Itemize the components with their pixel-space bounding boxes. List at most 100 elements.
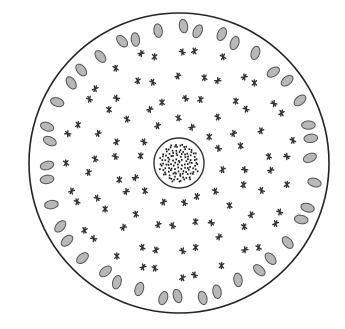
core-dot [185,156,187,158]
core-dot [177,178,179,180]
core-dot [189,178,191,180]
core-dot [172,155,174,157]
core-dot [181,159,183,161]
core-dot [168,171,170,173]
core-dot [183,146,185,148]
core-dot [186,160,188,162]
core-dot [164,171,166,173]
core-dot [174,162,176,164]
core-dot [174,176,176,178]
core-dot [162,163,164,165]
core-dot [179,151,181,153]
core-dot [177,154,179,156]
core-dot [168,167,170,169]
core-dot [171,155,173,157]
core-dot [184,167,186,169]
core-dot [192,173,194,175]
core-dot [181,153,183,155]
core-dot [169,153,171,155]
core-dot [170,147,172,149]
core-dot [197,163,199,165]
core-dot [180,156,182,158]
core-dot [159,168,161,170]
core-dot [172,181,174,183]
core-dot [195,169,197,171]
core-dot [182,173,184,175]
core-dot [183,170,185,172]
core-dot [184,148,186,150]
core-dot [182,177,184,179]
core-dot [168,164,170,166]
central-core [154,138,204,188]
core-dot [187,163,189,165]
core-dot [179,181,181,183]
outer-oval [302,121,316,130]
core-dot [180,145,182,147]
core-dot [184,154,186,156]
core-dot [162,153,164,155]
core-dot [176,159,178,161]
core-dot [194,165,196,167]
core-dot [180,149,182,151]
core-dot [196,158,198,160]
core-dot [175,173,177,175]
core-dot [185,146,187,148]
core-dot [193,153,195,155]
core-dot [165,155,167,157]
core-dot [188,169,190,171]
core-dot [172,152,174,154]
core-dot [193,171,195,173]
core-dot [163,169,165,171]
core-dot [173,179,175,181]
core-dot [166,148,168,150]
core-dot [169,159,171,161]
core-dot [167,157,169,159]
core-dot [186,153,188,155]
core-dot [181,168,183,170]
core-dot [178,171,180,173]
core-dot [170,169,172,171]
core-dot [176,146,178,148]
core-dot [172,160,174,162]
core-dot [190,154,192,156]
core-dot [166,151,168,153]
core-dot [189,148,191,150]
core-dot [173,173,175,175]
core-dot [195,153,197,155]
core-dot [181,164,183,166]
core-dot [169,177,171,179]
core-dot [165,159,167,161]
core-dot [183,179,185,181]
core-dot [176,153,178,155]
core-dot [197,170,199,172]
core-dot [168,149,170,151]
core-dot [169,175,171,177]
core-dot [191,151,193,153]
core-dot [187,156,189,158]
core-dot [189,162,191,164]
core-dot [171,178,173,180]
core-dot [186,177,188,179]
core-dot [187,167,189,169]
core-dot [162,159,164,161]
core-dot [171,145,173,147]
core-dot [191,162,193,164]
core-dot [160,164,162,166]
core-dot [187,158,189,160]
core-dot [187,173,189,175]
core-dot [180,175,182,177]
core-dot [182,151,184,153]
core-dot [165,173,167,175]
core-dot [184,164,186,166]
core-dot [159,157,161,159]
core-dot [166,164,168,166]
core-dot [185,171,187,173]
core-dot [177,164,179,166]
core-dot [190,173,192,175]
core-dot [189,166,191,168]
core-dot [174,146,176,148]
core-dot [174,168,176,170]
core-dot [175,144,177,146]
core-dot [177,167,179,169]
